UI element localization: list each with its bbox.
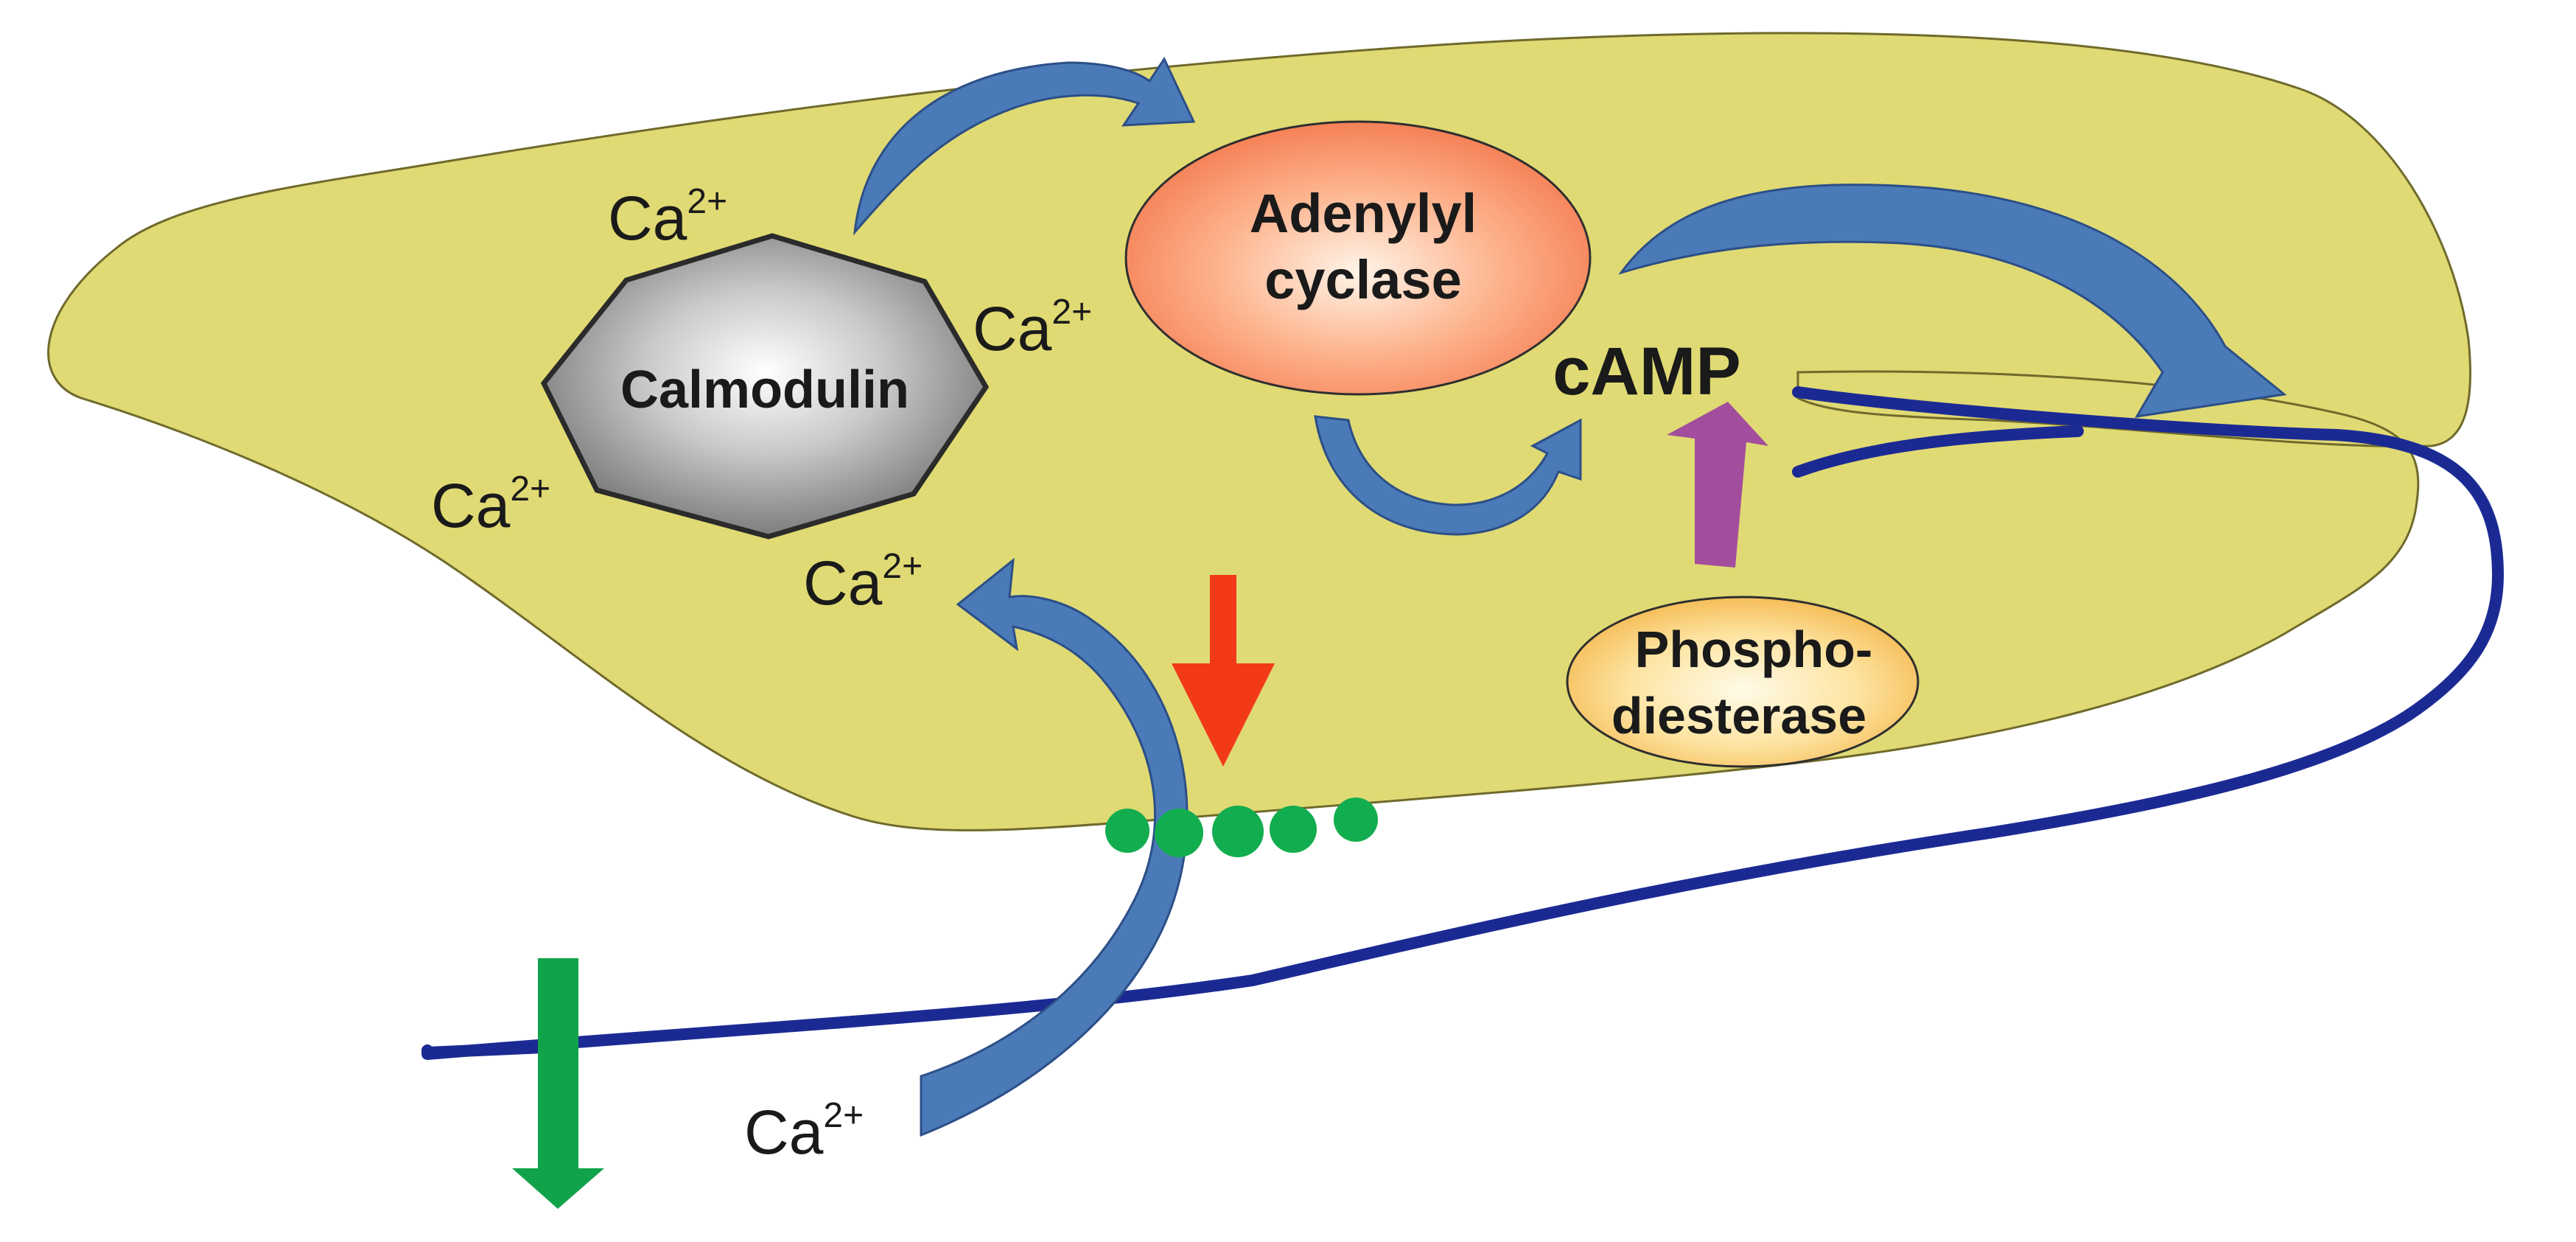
arrow-ca-influx [920,557,1189,1137]
arrow-calmodulin-to-ac [853,56,1196,236]
adenylyl-cyclase-label-line2: cyclase [1264,249,1462,310]
calmodulin-node: Calmodulin [540,233,990,540]
channel-dot [1155,809,1203,857]
phosphodiesterase-node: Phospho- diesterase [1566,596,1919,768]
arrow-pde-to-camp [1667,402,1768,568]
phosphodiesterase-label-line1: Phospho- [1635,621,1873,678]
calmodulin-label: Calmodulin [620,360,909,419]
ca-ion-label-bottom: Ca2+ [803,547,923,618]
efflux-arrow [512,958,604,1209]
camp-label: cAMP [1553,334,1741,409]
ca-ion-label-top: Ca2+ [608,182,727,253]
ca-ion-label-left: Ca2+ [431,470,550,540]
ca-ion-label-extracellular: Ca2+ [744,1096,864,1167]
stimulus-arrow [1172,575,1275,767]
channel-dot [1212,806,1264,857]
channel-dot [1270,806,1317,853]
adenylyl-cyclase-label-line1: Adenylyl [1250,183,1477,244]
arrow-ac-to-camp [1314,415,1582,536]
arrow-camp-to-target [1618,184,2287,418]
channel-dot [1334,798,1378,842]
phosphodiesterase-label-line2: diesterase [1611,687,1866,744]
adenylyl-cyclase-node: Adenylyl cyclase [1124,120,1592,396]
ion-channel-dots [1105,798,1378,857]
ca-ion-label-right: Ca2+ [973,293,1092,363]
channel-dot [1105,809,1149,853]
